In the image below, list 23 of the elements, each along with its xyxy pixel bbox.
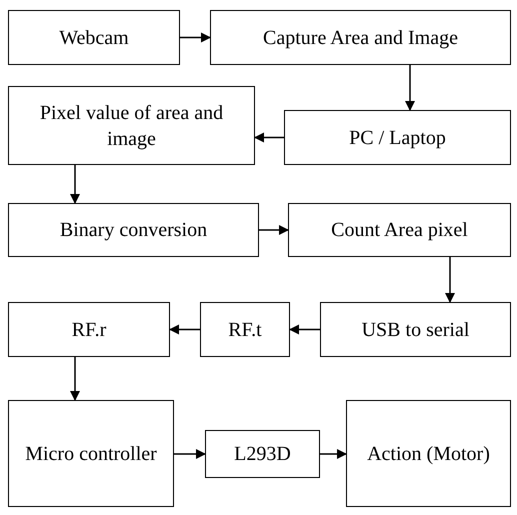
arrow xyxy=(259,225,289,235)
process-box: Webcam xyxy=(8,10,180,65)
process-box: RF.r xyxy=(8,302,170,357)
arrow xyxy=(180,32,211,42)
arrow xyxy=(289,324,320,334)
arrow xyxy=(405,65,415,111)
process-box: PC / Laptop xyxy=(284,110,511,165)
arrow xyxy=(445,257,455,303)
arrow xyxy=(169,324,200,334)
process-box: Binary conversion xyxy=(8,203,259,257)
process-box: Micro controller xyxy=(8,400,174,507)
process-box: Action (Motor) xyxy=(346,400,511,507)
process-box: USB to serial xyxy=(320,302,511,357)
process-box: L293D xyxy=(205,430,320,478)
arrow xyxy=(254,132,284,142)
process-box: Count Area pixel xyxy=(288,203,511,257)
arrow xyxy=(70,165,80,204)
process-box: RF.t xyxy=(200,302,290,357)
arrow xyxy=(174,449,206,459)
process-box: Capture Area and Image xyxy=(210,10,511,65)
arrow xyxy=(320,449,347,459)
arrow xyxy=(70,357,80,401)
process-box: Pixel value of area and image xyxy=(8,86,255,165)
